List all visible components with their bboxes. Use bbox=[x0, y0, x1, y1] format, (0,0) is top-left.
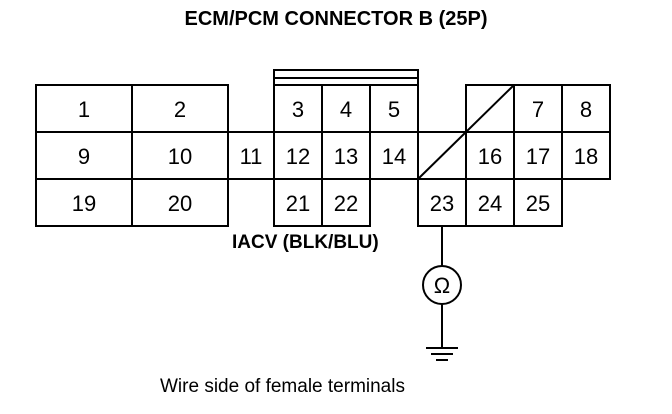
terminal-label: 25 bbox=[526, 191, 550, 216]
terminal-cell-25 bbox=[513, 178, 563, 227]
terminal-label: 16 bbox=[478, 144, 502, 169]
terminal-label: 18 bbox=[574, 144, 598, 169]
ohm-symbol: Ω bbox=[434, 273, 450, 298]
terminal-label: 17 bbox=[526, 144, 550, 169]
terminal-label: 4 bbox=[340, 97, 352, 122]
terminal-label: 10 bbox=[168, 144, 192, 169]
terminal-label: 1 bbox=[78, 97, 90, 122]
terminal-label: 19 bbox=[72, 191, 96, 216]
terminal-label: 14 bbox=[382, 144, 406, 169]
terminal-label: 20 bbox=[168, 191, 192, 216]
terminal-cell-22 bbox=[321, 178, 371, 227]
terminal-cell-20 bbox=[131, 178, 229, 227]
terminal-label: 21 bbox=[286, 191, 310, 216]
ground-icon bbox=[426, 347, 458, 361]
terminal-label: 12 bbox=[286, 144, 310, 169]
terminal-label: 11 bbox=[240, 144, 263, 169]
terminal-label: 8 bbox=[580, 97, 592, 122]
wire-label: IACV (BLK/BLU) bbox=[232, 232, 379, 253]
terminal-label: 2 bbox=[174, 97, 186, 122]
terminal-label: 24 bbox=[478, 191, 502, 216]
terminal-label: 3 bbox=[292, 97, 304, 122]
diagram-title: ECM/PCM CONNECTOR B (25P) bbox=[184, 8, 488, 30]
terminal-label: 23 bbox=[430, 191, 454, 216]
terminal-cell-18 bbox=[561, 131, 611, 180]
diagram-caption: Wire side of female terminals bbox=[160, 376, 405, 397]
terminal-label: 22 bbox=[334, 191, 358, 216]
terminal-label: 5 bbox=[388, 97, 400, 122]
terminal-label: 13 bbox=[334, 144, 358, 169]
terminal-label: 7 bbox=[532, 97, 544, 122]
terminal-label: 9 bbox=[78, 144, 90, 169]
